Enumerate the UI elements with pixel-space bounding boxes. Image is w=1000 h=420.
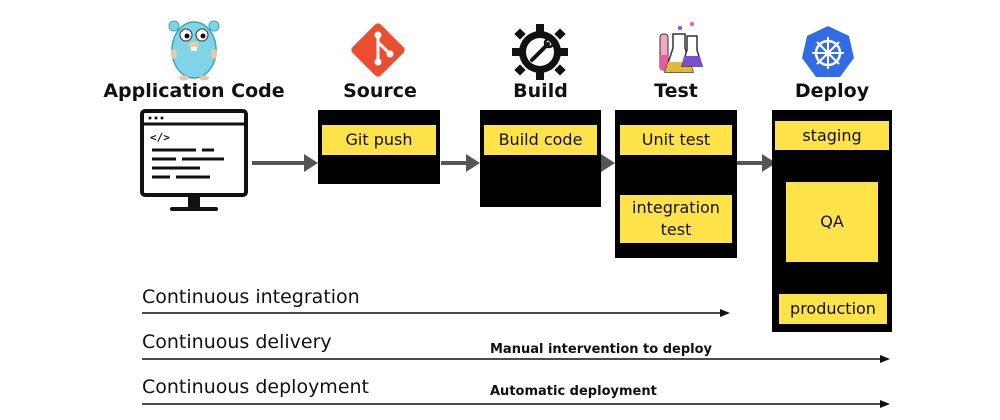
track-arrows xyxy=(142,309,890,408)
track-label-continuous-deployment: Continuous deployment xyxy=(142,376,369,398)
svg-text:</>: </> xyxy=(150,131,170,144)
gear-wrench-icon xyxy=(512,24,568,80)
build-box: Build code xyxy=(480,110,601,207)
flow-arrows xyxy=(252,154,776,172)
lab-flasks-icon xyxy=(659,22,704,73)
stage-title-source: Source xyxy=(343,80,417,102)
source-box: Git push xyxy=(318,110,440,184)
integration-test-step: integration test xyxy=(620,195,732,243)
staging-step: staging xyxy=(775,121,889,150)
production-step: production xyxy=(779,294,887,324)
kubernetes-helm-icon xyxy=(802,26,854,77)
build-code-step: Build code xyxy=(484,125,597,155)
stage-title-application-code: Application Code xyxy=(103,80,285,102)
test-box: Unit test integration test xyxy=(615,110,737,258)
git-push-step: Git push xyxy=(322,125,436,155)
gopher-mascot-icon xyxy=(168,20,220,81)
track-label-continuous-delivery: Continuous delivery xyxy=(142,331,332,353)
deploy-box: staging QA production xyxy=(772,110,892,332)
track-note-manual-intervention: Manual intervention to deploy xyxy=(490,342,713,357)
track-note-automatic-deployment: Automatic deployment xyxy=(490,384,657,399)
code-monitor-icon: </> xyxy=(140,109,248,211)
stage-title-test: Test xyxy=(654,80,698,102)
qa-step: QA xyxy=(786,182,878,262)
stage-title-build: Build xyxy=(513,80,568,102)
track-label-continuous-integration: Continuous integration xyxy=(142,286,360,308)
unit-test-step: Unit test xyxy=(620,125,732,155)
stage-title-deploy: Deploy xyxy=(794,80,870,102)
